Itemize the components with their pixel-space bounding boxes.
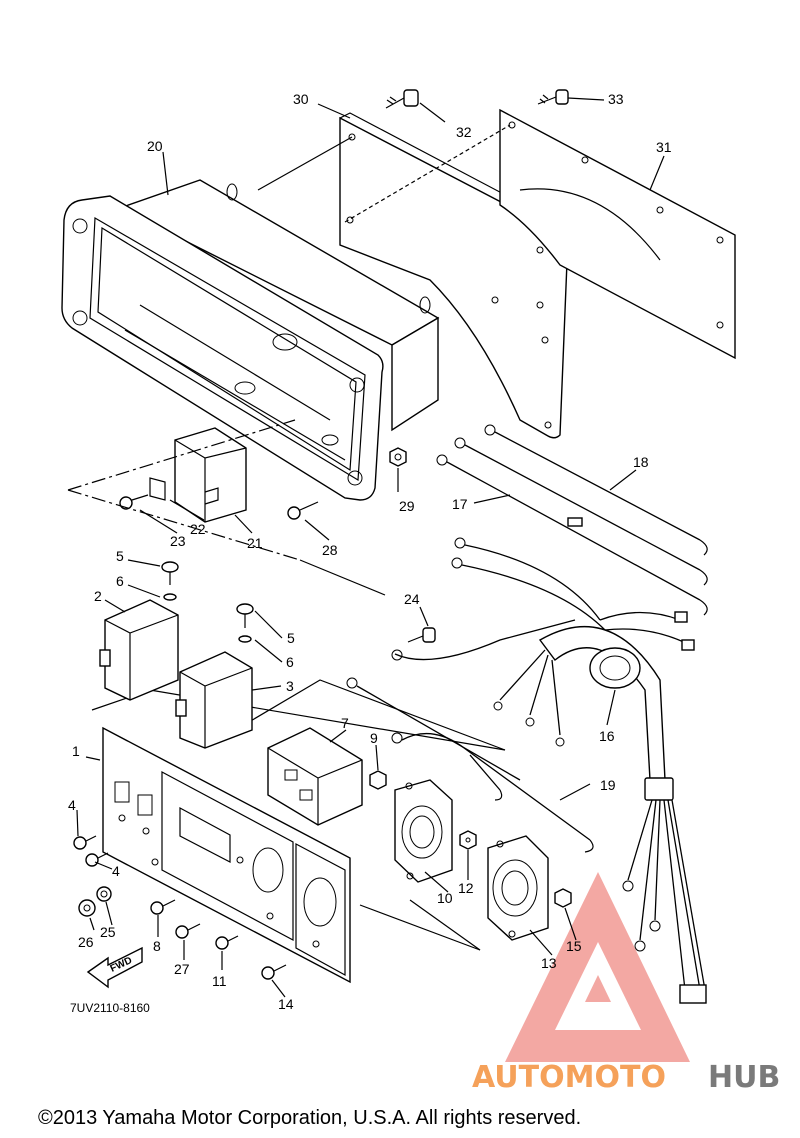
callout-27: 27 (174, 961, 190, 977)
callout-21: 21 (247, 535, 263, 551)
callout-12: 12 (458, 880, 474, 896)
callout-19: 19 (600, 777, 616, 793)
screw-32 (385, 89, 419, 109)
watermark-text-part2: HUB (708, 1060, 780, 1095)
callout-13: 13 (541, 955, 557, 971)
callout-2: 2 (94, 588, 102, 604)
callout-6-a: 6 (116, 573, 124, 589)
callout-32: 32 (456, 124, 472, 140)
callout-20: 20 (147, 138, 163, 154)
screw-11 (215, 935, 239, 950)
callout-23: 23 (170, 533, 186, 549)
callout-4-a: 4 (68, 797, 76, 813)
screw-4-b (85, 852, 109, 867)
screw-8 (150, 899, 176, 915)
callout-10: 10 (437, 890, 453, 906)
screw-4-a (73, 835, 97, 850)
screw-5-a (161, 561, 179, 601)
callout-4-b: 4 (112, 863, 120, 879)
gasket-plate (499, 108, 736, 360)
nut-9 (369, 770, 387, 790)
callout-26: 26 (78, 934, 94, 950)
nut-29 (389, 447, 407, 467)
callout-25: 25 (100, 924, 116, 940)
callout-3: 3 (286, 678, 294, 694)
callout-16: 16 (599, 728, 615, 744)
circuit-breaker-2 (99, 599, 179, 701)
screw-28 (287, 501, 319, 520)
watermark-text: AUTOMOTO HUB (472, 1060, 780, 1095)
screw-33 (537, 89, 569, 105)
circuit-breaker-3 (175, 651, 253, 749)
callout-11: 11 (212, 973, 227, 989)
wire-harness-17-18 (436, 424, 708, 616)
callout-30: 30 (293, 91, 309, 107)
callout-numbers: 30 20 32 33 31 18 17 29 28 21 22 23 5 6 … (68, 91, 672, 1012)
control-box-housing (61, 179, 440, 501)
callout-5-b: 5 (287, 630, 295, 646)
callout-leaders (76, 97, 665, 998)
callout-5-a: 5 (116, 548, 124, 564)
callout-31: 31 (656, 139, 672, 155)
callout-29: 29 (399, 498, 415, 514)
callout-18: 18 (633, 454, 649, 470)
watermark-logo (505, 872, 690, 1062)
nut-12 (459, 830, 477, 850)
callout-28: 28 (322, 542, 338, 558)
callout-33: 33 (608, 91, 624, 107)
callout-8: 8 (153, 938, 161, 954)
copyright-notice: ©2013 Yamaha Motor Corporation, U.S.A. A… (38, 1107, 581, 1129)
twist-lock-receptacle-13 (487, 835, 549, 941)
washer-25 (96, 886, 112, 902)
main-wire-harness-16 (451, 537, 707, 1004)
nut-26 (78, 899, 96, 917)
callout-6-b: 6 (286, 654, 294, 670)
callout-17: 17 (452, 496, 468, 512)
screw-27 (175, 923, 201, 939)
screw-5-b (236, 603, 254, 643)
callout-9: 9 (370, 730, 378, 746)
bracket-22 (149, 477, 166, 501)
diagram-code: 7UV2110-8160 (70, 1001, 150, 1015)
watermark-text-part1: AUTOMOTO (472, 1060, 666, 1095)
screw-14 (261, 964, 287, 980)
callout-24: 24 (404, 591, 420, 607)
relay-block (174, 427, 247, 523)
callout-14: 14 (278, 996, 294, 1012)
callout-15: 15 (566, 938, 582, 954)
callout-22: 22 (190, 521, 206, 537)
nut-15 (554, 888, 572, 908)
bolt-24 (407, 627, 436, 643)
twist-lock-receptacle-10 (394, 779, 453, 883)
wire-19 (346, 619, 594, 853)
fwd-arrow-icon: FWD (86, 946, 143, 989)
callout-7: 7 (341, 715, 349, 731)
gfci-receptacle-7 (267, 727, 363, 826)
callout-1: 1 (72, 743, 80, 759)
front-panel (102, 726, 351, 984)
